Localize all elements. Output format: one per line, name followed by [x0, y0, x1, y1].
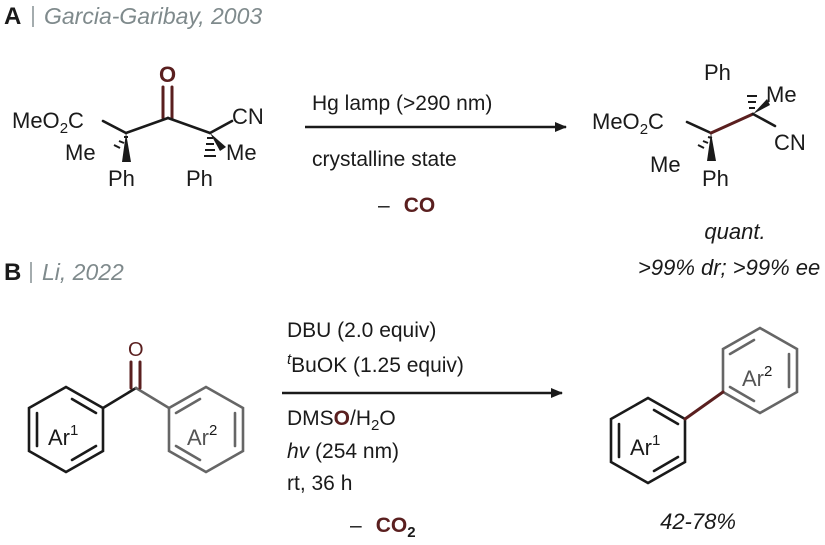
ar2-inner-bond-1	[174, 397, 202, 415]
ar1-inner-bond-2	[70, 397, 98, 415]
ar1-label: Ar1	[48, 422, 78, 450]
carbonyl-oxygen-label: O	[159, 62, 176, 87]
product-phenyl-bottom: Ph	[702, 166, 729, 191]
product-ar2-inner-3	[728, 385, 756, 403]
panel-a-selectivity: >99% dr; >99% ee	[638, 255, 820, 280]
product-methyl-bottom: Me	[650, 152, 681, 177]
ar1-inner-bond-3	[70, 444, 98, 462]
bond-co-calpha-left	[124, 116, 170, 135]
bond-c3-cn	[751, 112, 777, 128]
panel-a-yield: quant.	[704, 219, 765, 244]
panel-a-letter: A	[4, 3, 21, 30]
panel-b-condition-temp-time: rt, 36 h	[287, 472, 352, 495]
panel-a-loss-label: –CO	[378, 194, 435, 217]
panel-b-yield: 42-78%	[660, 509, 736, 534]
product-ar1-inner-3	[652, 455, 680, 473]
product-ar1-label: Ar1	[630, 432, 660, 460]
product-wedge-upper	[753, 99, 770, 114]
bond-carbonyl-ar2	[134, 386, 171, 410]
panel-b-conditions: DBU (2.0 equiv) tBuOK (1.25 equiv) DMSO/…	[287, 319, 464, 541]
product-methyl-top: Me	[766, 82, 797, 107]
panel-a-condition-state: crystalline state	[312, 148, 457, 171]
ester-label: MeO2C	[12, 108, 84, 137]
methyl-left-label: Me	[65, 140, 96, 165]
bond-calpha-ester	[101, 119, 128, 135]
product-ester-label: MeO2C	[592, 109, 664, 138]
panel-b-citation: Li, 2022	[42, 259, 124, 285]
panel-a-condition-light: Hg lamp (>290 nm)	[312, 92, 492, 115]
phenyl-left-label: Ph	[108, 166, 135, 191]
bond-co-calpha-right	[166, 116, 212, 135]
product-ar2-ring	[721, 326, 799, 415]
ar2-inner-bond-3	[174, 444, 202, 462]
product-nitrile: CN	[774, 130, 806, 155]
product-phenyl-top: Ph	[704, 60, 731, 85]
bond-ester-c2	[685, 120, 713, 135]
new-cc-bond	[709, 112, 755, 135]
ar2-label: Ar2	[187, 422, 217, 450]
panel-a-header: A Garcia-Garibay, 2003	[4, 3, 262, 30]
panel-b-condition-light: hv (254 nm)	[287, 440, 399, 463]
methyl-right-label: Me	[226, 140, 257, 165]
phenyl-right-label: Ph	[186, 166, 213, 191]
panel-b-reactant: O Ar1 Ar2	[27, 339, 245, 474]
panel-b: B Li, 2022 O Ar1 Ar2	[4, 259, 799, 541]
bond-calpha-cn	[208, 119, 234, 135]
wedge-bond-left	[122, 133, 131, 162]
panel-a-product: Ph Me MeO2C CN Me Ph quant. >99% dr; >99…	[592, 60, 820, 280]
product-ar1-inner-2	[652, 408, 680, 426]
panel-a-conditions: Hg lamp (>290 nm) crystalline state –CO	[312, 92, 492, 217]
panel-b-header: B Li, 2022	[4, 259, 124, 286]
hash-bond-right	[204, 137, 216, 157]
panel-b-condition-dbu: DBU (2.0 equiv)	[287, 319, 436, 342]
product-ar2-label: Ar2	[742, 363, 772, 391]
ketone-oxygen-label: O	[128, 339, 144, 361]
panel-a-citation: Garcia-Garibay, 2003	[44, 3, 262, 29]
panel-b-loss-label: –CO2	[350, 514, 416, 541]
product-wedge-lower	[707, 133, 716, 161]
product-ar2-inner-1	[728, 338, 756, 356]
wedge-bond-right	[210, 133, 226, 151]
product-hash-upper	[747, 95, 757, 109]
panel-a-reactant: O MeO2C Me Ph Ph Me CN	[12, 62, 264, 191]
panel-b-letter: B	[4, 259, 21, 286]
nitrile-label: CN	[232, 104, 264, 129]
hash-bond-left	[113, 136, 128, 149]
panel-b-condition-solvent: DMSO/H2O	[287, 407, 396, 434]
biaryl-bond	[683, 390, 725, 421]
panel-b-product: Ar1 Ar2 42-78%	[609, 326, 799, 534]
panel-a: A Garcia-Garibay, 2003	[4, 3, 820, 280]
panel-b-condition-tbuok: tBuOK (1.25 equiv)	[287, 351, 464, 377]
bond-ar1-carbonyl	[101, 386, 138, 410]
product-hash-lower	[697, 136, 713, 149]
